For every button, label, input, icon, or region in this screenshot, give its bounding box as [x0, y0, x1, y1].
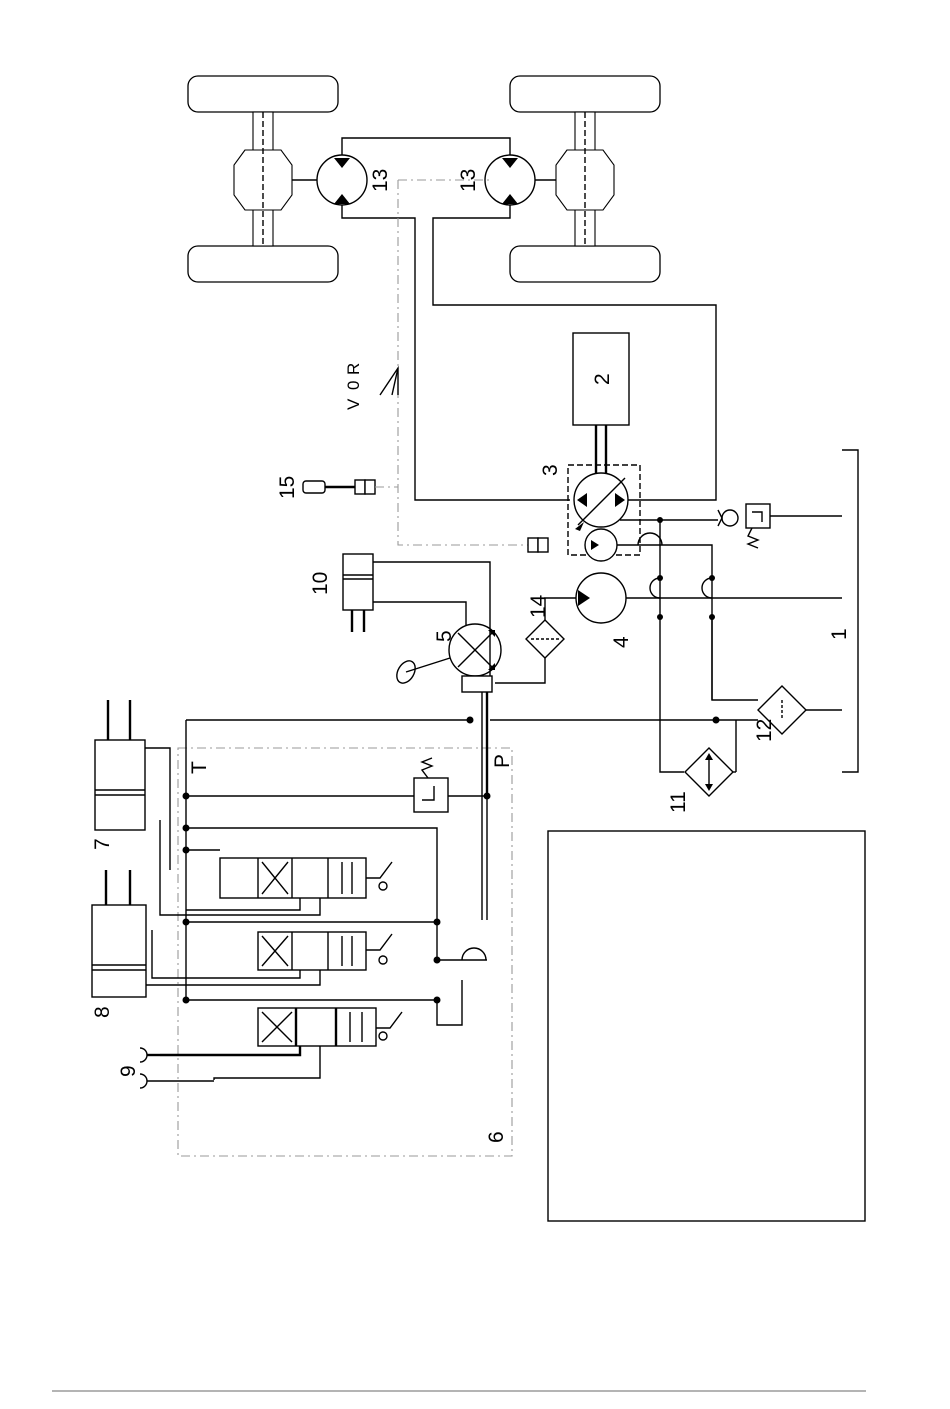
tank-bracket: [842, 450, 858, 772]
cylinder-7: [95, 700, 145, 830]
pressure-filter: [526, 620, 564, 658]
label-4: 4: [610, 636, 633, 648]
spool-valve-middle: [258, 932, 392, 970]
label-selector-v: V: [344, 398, 363, 410]
label-selector-r: R: [344, 363, 363, 375]
label-port-p: P: [491, 754, 514, 768]
wheel-motor-front: [485, 155, 535, 205]
sensor-15: [303, 480, 375, 494]
label-10: 10: [309, 572, 332, 595]
label-14: 14: [527, 594, 550, 618]
direction-selector: [380, 368, 398, 395]
check-valve: [718, 510, 738, 526]
spool-valve-upper: [220, 858, 392, 898]
hydrostatic-pump: [574, 473, 628, 531]
quick-coupler-upper: [140, 1048, 160, 1062]
legend-box: [548, 831, 865, 1221]
label-2: 2: [591, 373, 614, 385]
main-pump: [576, 573, 626, 623]
label-6: 6: [485, 1131, 508, 1143]
oil-cooler: [685, 748, 733, 796]
label-7: 7: [91, 838, 114, 850]
label-3: 3: [539, 464, 562, 476]
label-15: 15: [276, 476, 299, 499]
quick-coupler-lower: [140, 1074, 214, 1088]
steering-cylinder: [343, 554, 373, 632]
steering-unit: [449, 624, 501, 692]
label-5: 5: [433, 630, 456, 642]
label-port-t: T: [188, 761, 211, 774]
spool-valve-lower: [258, 1008, 402, 1046]
label-8: 8: [91, 1006, 114, 1018]
charge-pump: [585, 529, 617, 561]
cylinder-8: [92, 870, 146, 997]
label-1: 1: [828, 628, 851, 640]
steering-wheel-icon: [393, 658, 450, 687]
label-13-front: 13: [457, 169, 480, 192]
label-9: 9: [117, 1065, 140, 1077]
axle-rear: [188, 76, 338, 282]
label-selector-0: 0: [344, 381, 363, 390]
label-11: 11: [667, 791, 690, 813]
label-13-rear: 13: [369, 169, 392, 192]
wheel-motor-rear: [317, 155, 367, 205]
label-12: 12: [753, 719, 776, 742]
